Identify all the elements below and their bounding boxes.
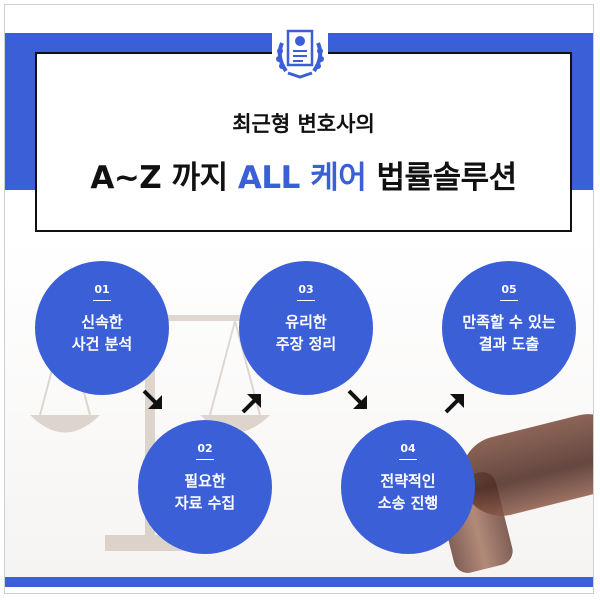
title-accent: ALL 케어 (237, 160, 367, 196)
step-text: 신속한 사건 분석 (71, 313, 133, 353)
step-05-circle: 05 만족할 수 있는 결과 도출 (442, 261, 576, 395)
arrow-up-right-icon (241, 394, 261, 414)
step-text: 전략적인 소송 진행 (377, 472, 439, 512)
step-text: 만족할 수 있는 결과 도출 (462, 313, 556, 353)
step-number: 02 (138, 442, 272, 460)
title-box: 최근형 변호사의 A~Z 까지 ALL 케어 법률솔루션 (35, 52, 572, 232)
arrow-down-right-icon (347, 389, 367, 409)
step-number: 01 (35, 283, 169, 301)
step-01-circle: 01 신속한 사건 분석 (35, 261, 169, 395)
step-04-circle: 04 전략적인 소송 진행 (341, 420, 475, 554)
main-title: A~Z 까지 ALL 케어 법률솔루션 (37, 152, 570, 197)
certificate-laurel-icon (272, 25, 328, 81)
arrow-down-right-icon (142, 389, 162, 409)
infographic-frame: 최근형 변호사의 A~Z 까지 ALL 케어 법률솔루션 01 신속한 사건 분… (4, 4, 594, 594)
step-number: 03 (239, 283, 373, 301)
arrow-up-right-icon (444, 394, 464, 414)
subtitle: 최근형 변호사의 (232, 112, 375, 136)
step-text: 필요한 자료 수집 (174, 472, 236, 512)
step-03-circle: 03 유리한 주장 정리 (239, 261, 373, 395)
title-prefix: A~Z 까지 (90, 160, 238, 196)
step-number: 05 (442, 283, 576, 301)
step-02-circle: 02 필요한 자료 수집 (138, 420, 272, 554)
title-suffix: 법률솔루션 (366, 160, 518, 196)
step-number: 04 (341, 442, 475, 460)
bottom-blue-band (5, 577, 593, 587)
step-text: 유리한 주장 정리 (275, 313, 337, 353)
